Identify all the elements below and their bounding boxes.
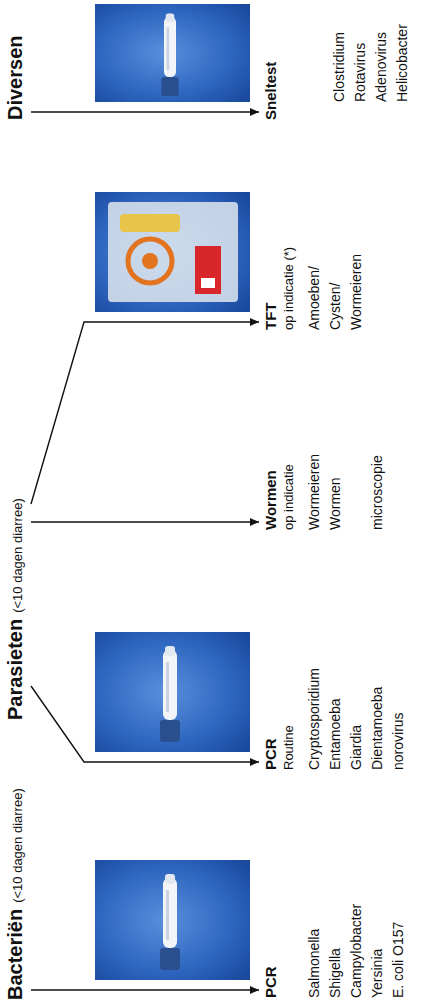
group-heading: Diversen [4,36,27,121]
list-item: Adenovirus [372,32,390,102]
list-item: norovirus [389,712,407,770]
group-heading: Bacteriën (<10 dagen diarree) [4,788,27,1000]
photo-bacteria [95,860,250,980]
list-item: Salmonella [305,929,323,998]
heading-text: PCR [262,966,280,998]
group-heading: Parasieten (<10 dagen diarree) [4,498,27,720]
heading-text: PCR [262,725,280,770]
list-item: Wormeieren [347,254,365,330]
list-item: Wormeieren [305,454,323,530]
heading-text: TFT [262,247,280,330]
list-item: Cryptosporidium [305,668,323,770]
list-item: Wormen [326,477,344,530]
flow-arrow [31,686,259,762]
heading-text: Wormen [262,464,280,530]
list-item: Yersinia [368,949,386,998]
heading-text: Diversen [4,36,26,121]
sub-text: Routine [280,725,297,770]
test-label: PCR [262,966,280,998]
photo-tft [95,192,250,312]
flow-arrow [31,322,259,504]
list-item: Clostridium [330,32,348,102]
test-label: TFTop indicatie (*) [262,247,297,330]
test-label: PCRRoutine [262,725,297,770]
test-label: Sneltest [262,62,280,120]
list-item: Campylobacter [347,904,365,998]
list-item: E. coli O157 [389,922,407,998]
sub-text: op indicatie (*) [280,247,297,330]
test-label: Wormenop indicatie [262,464,297,530]
list-item: Giardia [347,725,365,770]
list-item: microscopie [368,455,386,530]
list-item: Helicobacter [393,24,411,102]
list-item: Rotavirus [351,43,369,102]
photo-sneltest [95,4,250,102]
heading-text: Bacteriën [4,909,26,1000]
list-item: Entamoeba [326,698,344,770]
list-item: Amoeben/ [305,266,323,330]
sub-text: op indicatie [280,464,297,530]
sub-text: (<10 dagen diarree) [10,788,25,903]
heading-text: Sneltest [262,62,280,120]
list-item: Dientamoeba [368,687,386,770]
flow-arrow [31,989,259,990]
heading-text: Parasieten [4,619,26,720]
sub-text: (<10 dagen diarree) [10,498,25,613]
flow-arrow [31,111,259,112]
list-item: Cysten/ [326,283,344,330]
photo-pcr-routine [95,632,250,752]
list-item: Shigella [326,948,344,998]
flow-arrow [31,521,259,522]
